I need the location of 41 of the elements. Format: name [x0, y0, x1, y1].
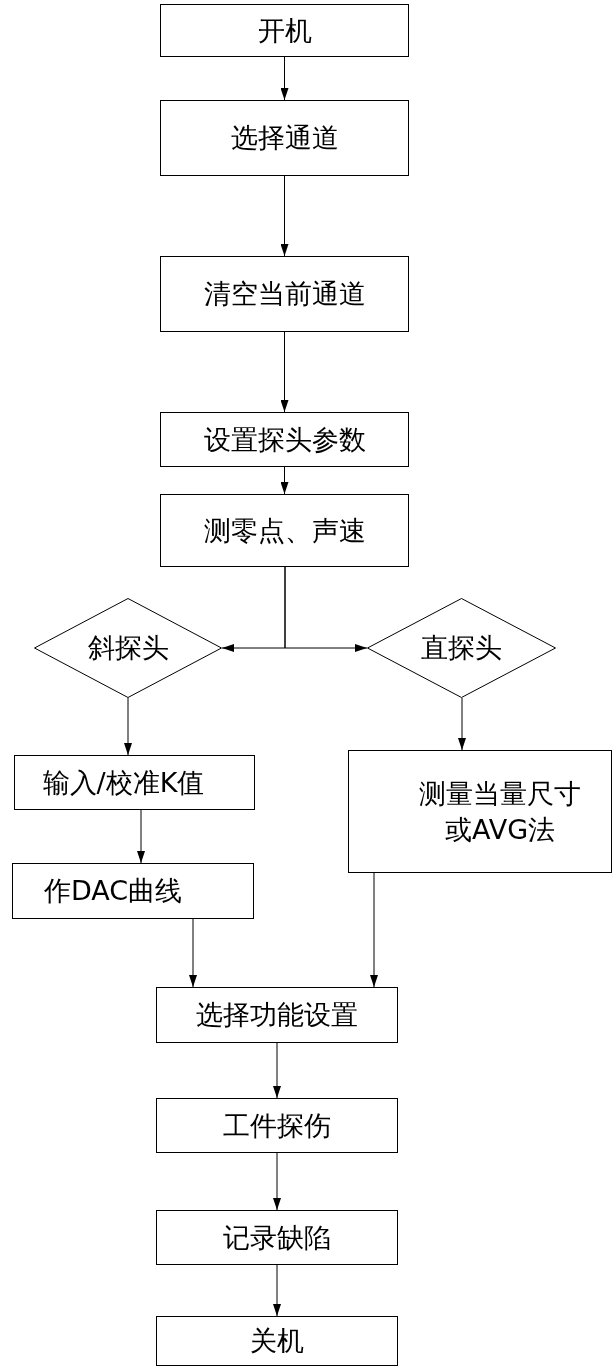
arrow [284, 566, 368, 652]
arrow [273, 1264, 281, 1317]
step-label: 设置探头参数 [203, 422, 366, 457]
step-label: 输入/校准K值 [42, 765, 205, 800]
decision-diamond [367, 598, 556, 698]
arrow [189, 918, 197, 988]
step-label: 记录缺陷 [223, 1220, 331, 1255]
arrow [280, 56, 289, 101]
arrow [280, 175, 289, 257]
process-box [160, 412, 409, 467]
arrow [370, 872, 378, 988]
step-label: 斜探头 [87, 631, 169, 666]
process-box [156, 1316, 398, 1366]
arrow [458, 697, 466, 751]
process-box [156, 1210, 398, 1265]
step-label: 作DAC曲线 [43, 874, 183, 909]
step-label: 清空当前通道 [203, 277, 366, 312]
step-label: 开机 [257, 13, 312, 48]
process-box [14, 755, 255, 810]
decision-diamond [34, 598, 222, 698]
process-box [348, 750, 612, 873]
process-box [156, 987, 398, 1043]
process-box [160, 494, 409, 567]
step-label: 选择通道 [230, 121, 339, 156]
step-label: 选择功能设置 [196, 998, 358, 1033]
arrow [273, 1042, 281, 1099]
process-box [160, 4, 409, 57]
step-label: 关机 [250, 1324, 304, 1359]
arrow [137, 809, 145, 864]
arrow [124, 697, 132, 756]
step-label: 直探头 [421, 631, 502, 666]
process-box [160, 100, 409, 176]
step-label: 工件探伤 [223, 1108, 331, 1143]
process-box [156, 1098, 398, 1153]
arrow [273, 1152, 281, 1211]
process-box [160, 256, 409, 332]
arrow [280, 466, 289, 495]
step-label: 测量当量尺寸或AVG法 [418, 777, 582, 847]
process-box [12, 863, 254, 919]
arrow [280, 331, 289, 413]
step-label: 测零点、声速 [203, 513, 366, 548]
